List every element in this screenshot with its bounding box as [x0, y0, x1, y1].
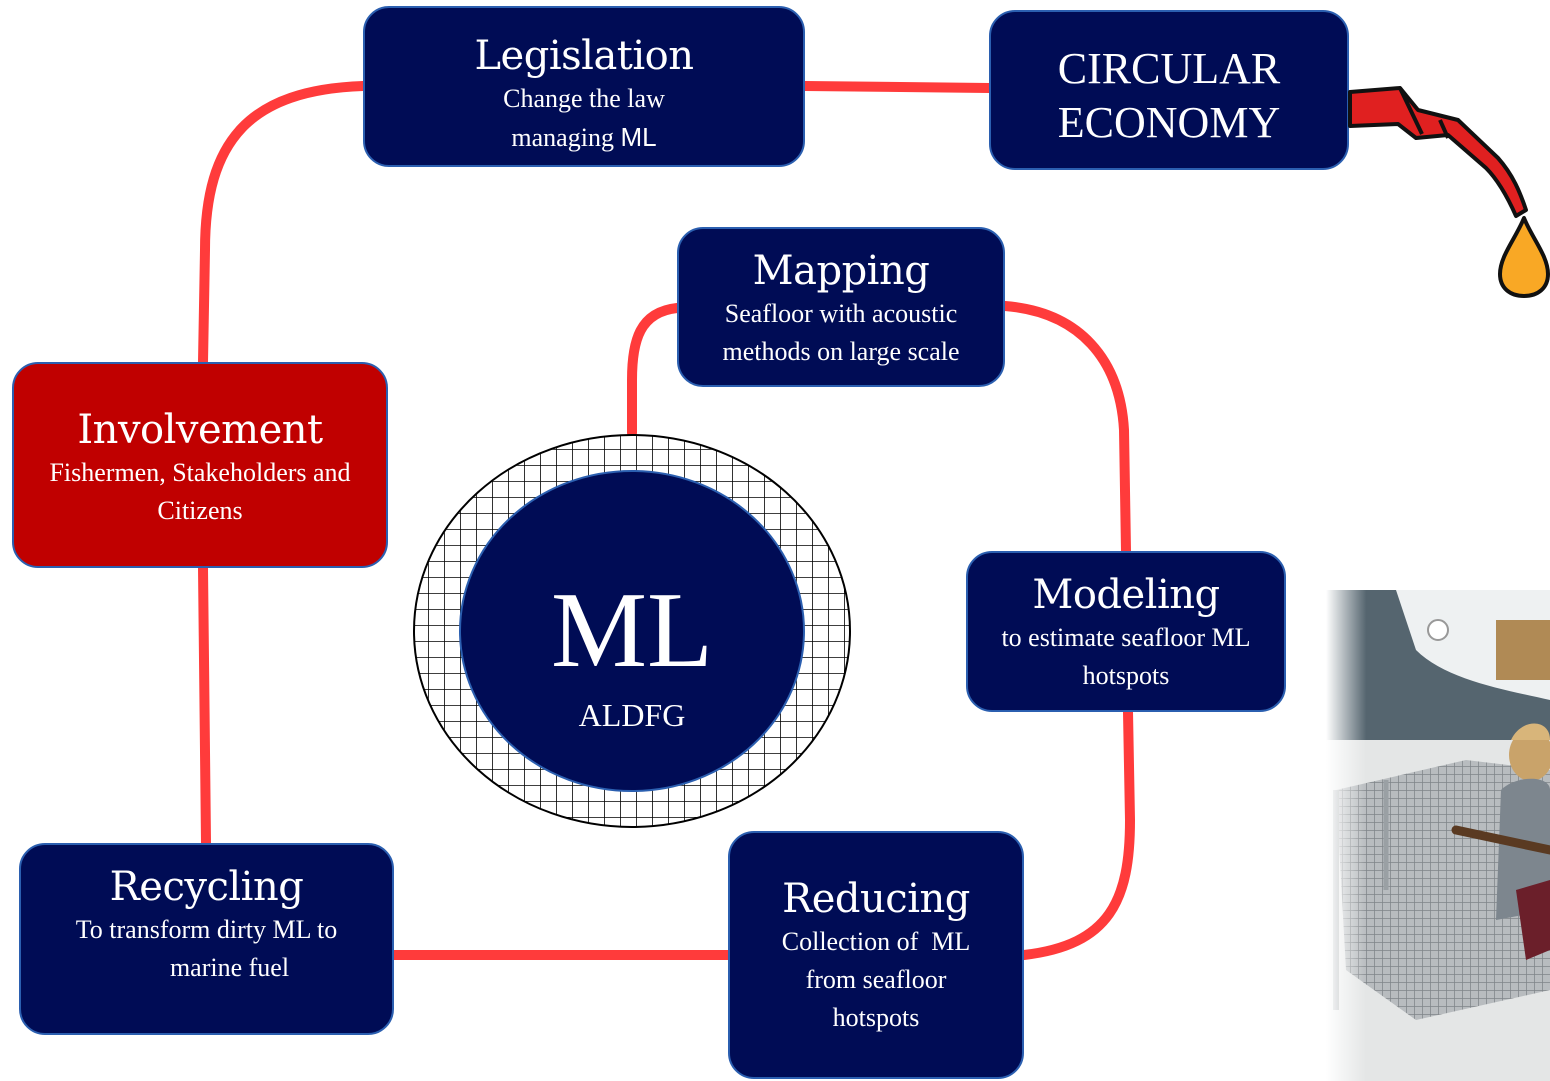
reducing-line2: from seafloor: [805, 965, 947, 994]
modeling-box: Modeling to estimate seafloor ML hotspot…: [966, 551, 1286, 712]
circular-economy-box: CIRCULAR ECONOMY: [989, 10, 1349, 170]
recycling-line2: marine fuel: [169, 953, 290, 982]
recycling-title: Recycling: [109, 864, 304, 910]
circular-economy-line2: ECONOMY: [1057, 98, 1281, 147]
reducing-line1: Collection of ML: [781, 927, 971, 956]
center-subtitle: ALDFG: [578, 697, 686, 733]
legislation-line1: Change the law: [503, 84, 665, 113]
center-title: ML: [551, 571, 713, 690]
mapping-box: Mapping Seafloor with acoustic methods o…: [677, 227, 1005, 387]
reducing-line3: hotspots: [832, 1003, 920, 1032]
involvement-title: Involvement: [77, 407, 323, 453]
volunteer-collecting-debris-photo: [1326, 590, 1550, 1081]
recycling-line1: To transform dirty ML to: [75, 915, 338, 944]
mapping-title: Mapping: [752, 248, 930, 294]
involvement-line1: Fishermen, Stakeholders and: [49, 458, 351, 487]
involvement-box: Involvement Fishermen, Stakeholders and …: [12, 362, 388, 568]
modeling-title: Modeling: [1032, 572, 1220, 618]
mapping-line2: methods on large scale: [722, 337, 960, 366]
legislation-line2-ml: ML: [620, 122, 657, 152]
modeling-line1: to estimate seafloor ML: [1001, 623, 1251, 652]
net-circle-icon: [413, 434, 851, 828]
connector-modeling-mapping: [1000, 301, 1131, 556]
reducing-title: Reducing: [782, 876, 970, 922]
connector-involvement-recycling: [198, 563, 211, 848]
connector-legislation-involvement: [198, 81, 368, 367]
involvement-line2: Citizens: [157, 496, 243, 525]
recycling-box: Recycling To transform dirty ML to marin…: [19, 843, 394, 1035]
reducing-box: Reducing Collection of ML from seafloor …: [728, 831, 1024, 1079]
connector-mapping-center: [627, 303, 682, 438]
connector-reducing-modeling: [1019, 707, 1136, 960]
ml-center-node: ML ALDFG: [412, 433, 852, 829]
legislation-line2-text: managing: [511, 123, 621, 152]
circular-economy-line1: CIRCULAR: [1057, 44, 1281, 93]
legislation-line2: managing ML: [365, 118, 803, 157]
mapping-line1: Seafloor with acoustic: [724, 299, 958, 328]
modeling-line2: hotspots: [1082, 661, 1170, 690]
legislation-box: Legislation Change the law managing ML: [363, 6, 805, 167]
connector-legislation-circular: [800, 81, 994, 93]
fuel-nozzle-icon: [1348, 86, 1550, 298]
legislation-title: Legislation: [474, 33, 694, 79]
